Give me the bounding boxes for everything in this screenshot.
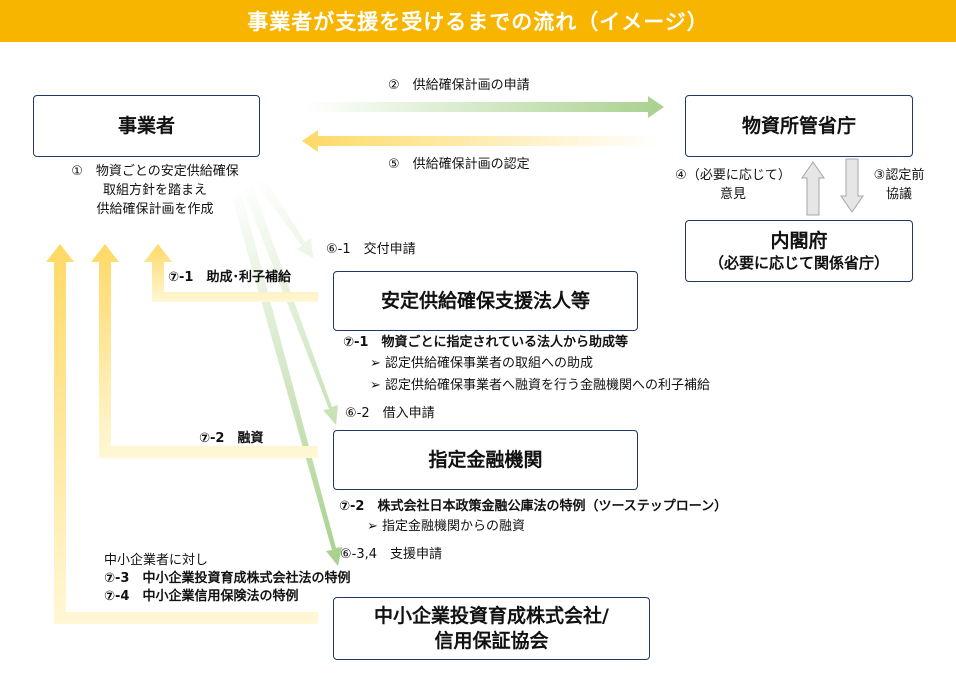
- approval-arrow: [302, 130, 660, 152]
- support-request-arrow: [232, 195, 342, 566]
- step7-2-label: ⑦-2 融資: [199, 431, 264, 446]
- sme-label-line2: 信用保証協会: [434, 629, 549, 652]
- step4-line2: 意見: [719, 186, 746, 202]
- step7-4-label: ⑦-4 中小企業信用保険法の特例: [104, 589, 299, 604]
- designated-bank-box: 指定金融機関: [333, 430, 638, 490]
- consult-down-arrow: [840, 158, 864, 213]
- step4-label: ④（必要に応じて） 意見: [668, 167, 798, 205]
- step7-1-detail: ⑦-1 物資ごとに指定されている法人から助成等: [343, 335, 629, 350]
- support-corp-label: 安定供給確保支援法人等: [380, 289, 590, 312]
- cabinet-box: 内閣府 （必要に応じて関係省庁）: [685, 220, 913, 282]
- page-title: 事業者が支援を受けるまでの流れ（イメージ）: [247, 10, 709, 34]
- step4-line1: ④（必要に応じて）: [675, 168, 791, 183]
- step7-1-bullet2: ➢ 認定供給確保事業者へ融資を行う金融機関への利子補給: [370, 378, 711, 393]
- step6-2-label: ⑥-2 借入申請: [345, 406, 435, 421]
- business-label: 事業者: [117, 114, 175, 137]
- step5-label: ⑤ 供給確保計画の認定: [388, 157, 530, 172]
- step7-3-label: ⑦-3 中小企業投資育成株式会社法の特例: [104, 571, 351, 586]
- step3-line1: ③認定前: [873, 168, 925, 183]
- grant-request-arrow: [255, 178, 313, 258]
- cabinet-label: 内閣府: [770, 229, 828, 252]
- step7-1-label: ⑦-1 助成･利子補給: [168, 270, 291, 285]
- step7-2-bullet1: ➢ 指定金融機関からの融資: [367, 519, 526, 534]
- grant-return-arrow: [144, 244, 318, 302]
- cabinet-sublabel: （必要に応じて関係省庁）: [708, 253, 889, 272]
- step7-1-bullet1: ➢ 認定供給確保事業者の取組への助成: [370, 356, 594, 371]
- step6-34-label: ⑥-3,4 支援申請: [340, 547, 443, 562]
- support-corp-box: 安定供給確保支援法人等: [333, 271, 638, 331]
- designated-bank-label: 指定金融機関: [428, 448, 543, 471]
- application-arrow: [305, 96, 664, 118]
- ministry-label: 物資所管省庁: [741, 114, 856, 137]
- step1-line3: 供給確保計画を作成: [96, 201, 214, 217]
- opinion-up-arrow: [801, 161, 825, 216]
- step6-1-label: ⑥-1 交付申請: [326, 242, 416, 257]
- step3-line2: 協議: [885, 186, 912, 202]
- sme-box: 中小企業投資育成株式会社/ 信用保証協会: [333, 597, 650, 660]
- sme-note: 中小企業者に対し: [104, 553, 209, 568]
- business-box: 事業者: [33, 95, 260, 157]
- loan-request-arrow: [243, 187, 338, 425]
- step7-2-detail: ⑦-2 株式会社日本政策金融公庫法の特例（ツーステップローン）: [339, 499, 728, 514]
- step1-line1: ① 物資ごとの安定供給確保: [71, 164, 239, 179]
- sme-label-line1: 中小企業投資育成株式会社/: [374, 604, 609, 627]
- step3-label: ③認定前 協議: [866, 167, 932, 205]
- step1-line2: 取組方針を踏まえ: [102, 182, 207, 198]
- ministry-box: 物資所管省庁: [685, 95, 913, 157]
- step2-label: ② 供給確保計画の申請: [388, 78, 530, 93]
- step1-label: ① 物資ごとの安定供給確保 取組方針を踏まえ 供給確保計画を作成: [50, 163, 260, 220]
- title-banner: 事業者が支援を受けるまでの流れ（イメージ）: [0, 0, 956, 42]
